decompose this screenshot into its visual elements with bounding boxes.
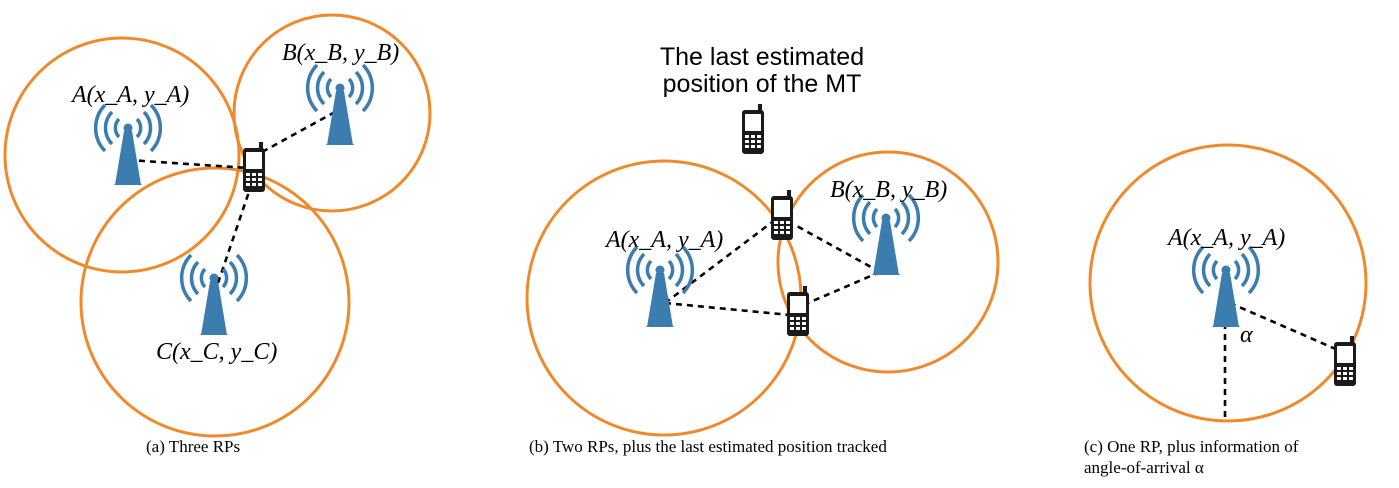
wifi-antenna-icon [1191,245,1261,329]
link-b-mt [261,110,336,154]
mobile-phone-icon [1334,336,1356,386]
range-circle-c [79,166,351,438]
angle-label: α [1240,322,1253,348]
link-b-mt-lower [807,270,881,305]
link-a-mt-upper [664,218,776,305]
mobile-phone-icon [771,190,793,240]
wifi-antenna-icon [625,245,695,329]
wifi-antenna-icon [93,103,163,187]
rp-label-a: A(x_A, y_A) [604,227,723,253]
rp-label-b: B(x_B, y_B) [282,40,399,66]
rp-label-c: C(x_C, y_C) [156,339,277,365]
rp-label-b: B(x_B, y_B) [830,177,947,203]
range-circle-b [776,150,1000,374]
link-b-mt-upper [794,223,881,274]
rp-label-a: A(x_A, y_A) [1166,225,1285,251]
panel-c: A(x_A, y_A) α [1088,143,1368,423]
link-a-mt-lower [664,301,791,317]
wifi-antenna-icon [305,63,375,147]
rp-label-a: A(x_A, y_A) [70,82,189,108]
caption-a: (a) Three RPs [146,437,241,456]
link-a-mt [127,158,249,170]
range-circle-a [1088,143,1368,423]
caption-c: (c) One RP, plus information of angle-of… [1084,436,1298,478]
panel-a: A(x_A, y_A) B(x_B, y_B) C(x_C, y_C) [3,13,432,438]
mobile-phone-icon [243,142,265,192]
range-circle-b [232,13,432,213]
link-c-mt [216,179,255,284]
wifi-antenna-icon [179,253,249,337]
wifi-antenna-icon [851,193,921,277]
last-position-title-line1: The last estimated [660,43,864,71]
last-position-title-line2: position of the MT [663,70,862,98]
caption-b: (b) Two RPs, plus the last estimated pos… [529,437,887,456]
mobile-phone-icon [742,104,764,154]
mobile-phone-icon [787,286,809,336]
panel-b: The last estimated position of the MT A(… [525,43,1000,437]
range-circle-a [3,36,241,274]
caption-c-line2: angle-of-arrival α [1084,458,1204,477]
link-a-mt [1229,301,1339,352]
caption-c-line1: (c) One RP, plus information of [1084,437,1299,456]
